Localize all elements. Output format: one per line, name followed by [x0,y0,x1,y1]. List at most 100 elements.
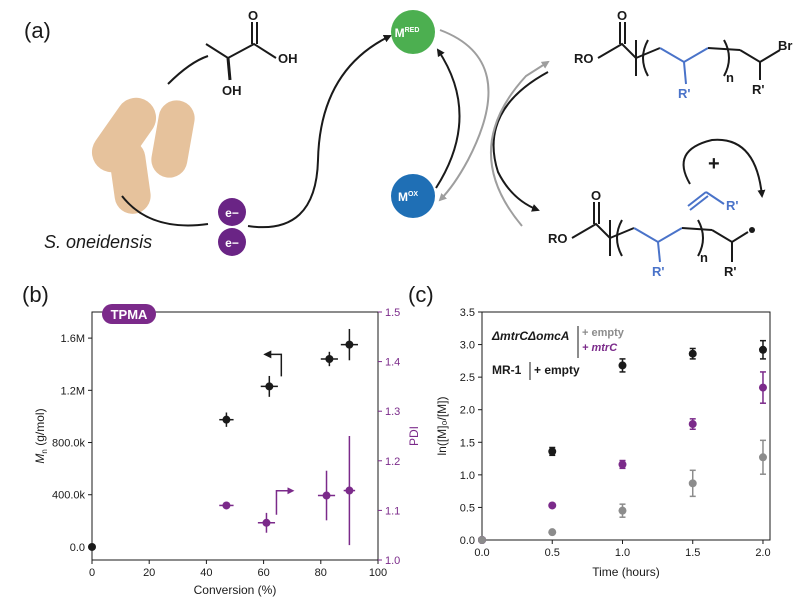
chart-c-y-tick-label: 1.0 [460,470,475,482]
chart-c-point-series-3 [478,536,486,544]
dormant-polymer [597,22,781,80]
chart-c-legend-strain1: ΔmtrCΔomcA [491,329,569,343]
chart-c-x-tick-label: 0.5 [545,547,560,559]
m-ox-node [391,174,435,218]
chart-c-y-tick-label: 0.5 [460,502,475,514]
chart-b-x-tick-label: 20 [143,567,155,579]
organism-label: S. oneidensis [44,232,152,252]
lactate-acid-oh: OH [278,51,298,66]
electron-1-label: e− [225,206,239,220]
chart-c-point-series-3 [548,528,557,537]
arrow-ox-to-red [435,48,461,189]
active-n: n [700,250,708,265]
chart-c-x-tick-label: 0.0 [474,547,489,559]
radical-dot [749,227,755,233]
chart-b-point-series-2 [345,486,354,495]
electron-2-label: e− [225,236,239,250]
chart-c-x-axis-label: Time (hours) [592,565,660,579]
chart-b-badge [102,304,156,324]
chart-c-point-series-3 [618,506,627,515]
chart-c-point-series-1 [688,349,697,358]
arrow-active-to-dormant-gray [490,60,550,227]
chart-b-x-tick-label: 80 [315,567,327,579]
chart-c-point-series-1 [548,447,557,456]
active-ro: RO [548,231,568,246]
chart-c-point-series-2 [688,420,697,429]
chart-b-yright-tick-label: 1.4 [385,357,400,369]
dormant-r2: R' [752,82,764,97]
lactate-oh: OH [222,83,242,98]
electron-2 [218,228,246,256]
chart-c-x-tick-label: 1.5 [685,547,700,559]
chart-b-point-series-1 [325,354,334,363]
active-o: O [591,188,601,203]
chart-c-point-series-1 [758,345,767,354]
chart-b-point-series-2 [222,501,231,510]
chart-c-point-series-3 [688,479,697,488]
dormant-polymer-link [707,47,741,51]
dormant-n: n [726,70,734,85]
chart-c-legend-strain1-mtrc: + mtrC [582,342,618,354]
chart-b-pdi-axis-indicator [275,487,295,515]
arrow-dormant-to-active [492,71,549,212]
chart-b-yleft-tick-label: 0.0 [70,542,85,554]
chart-b-yleft-tick-label: 1.6M [61,333,85,345]
panel-b: (b) 0 20 40 60 80 100 0.0 400.0k 800.0k 1.2M 1.6M 1… [22,282,421,597]
panel-c-label: (c) [408,282,434,307]
panel-b-label: (b) [22,282,49,307]
monomer-plus: + [708,153,720,175]
chart-b-x-tick-label: 60 [257,567,269,579]
chart-b-yleft-axis-label: Mn (g/mol) [33,408,49,463]
chart-c-frame [481,311,771,541]
chart-b-yright-tick-label: 1.5 [385,307,400,319]
chart-b-point-series-2 [322,491,331,500]
m-ox-label: MOX [398,190,418,204]
chart-c-y-tick-label: 0.0 [460,535,475,547]
active-polymer-blue-segment [633,227,683,263]
chart-b-x-tick-label: 0 [89,567,95,579]
chart-c-point-series-2 [548,501,557,510]
chart-b-yright-tick-label: 1.3 [385,406,400,418]
chart-b-point-series-1 [88,542,96,551]
arrow-red-to-ox-gray [438,29,490,202]
chart-c-y-tick-label: 2.0 [460,405,475,417]
dormant-r1: R' [678,86,690,101]
lactate-molecule [205,22,277,81]
chart-c-y-axis-label: ln([M]₀/[M]) [435,397,449,456]
panel-a: (a) S. oneidensis O OH OH e− e− MRED [24,8,792,279]
chart-c-point-series-3 [758,453,767,462]
chart-c-x-tick-label: 1.0 [615,547,630,559]
bacterium-3 [109,140,151,214]
bacteria-illustration [91,97,195,214]
active-r2: R' [724,264,736,279]
chart-b-badge-label: TPMA [111,307,148,322]
chart-b-mn-axis-indicator [263,350,283,377]
chart-b-x-tick-label: 40 [200,567,212,579]
dormant-br: Br [778,38,792,53]
chart-b: 0 20 40 60 80 100 0.0 400.0k 800.0k 1.2M 1.6M 1.0 1.… [33,304,421,597]
chart-c-point-series-2 [758,383,767,392]
chart-c-legend-strain1-empty: + empty [582,327,625,339]
chart-c-legend-strain2: MR-1 [492,363,522,377]
chart-b-x-axis-label: Conversion (%) [194,583,277,597]
chart-c-y-tick-label: 1.5 [460,437,475,449]
chart-b-yleft-tick-label: 800.0k [52,438,86,450]
chart-c-legend-strain2-empty: + empty [534,363,580,377]
arc-electrons [121,195,209,227]
dormant-o: O [617,8,627,23]
monomer-vinyl [687,191,725,211]
arc-lactate [167,55,209,85]
chart-b-yleft-tick-label: 400.0k [52,490,86,502]
lactate-carbonyl-o: O [248,8,258,23]
chart-b-point-series-1 [345,340,354,349]
bacterium-1 [91,97,157,173]
chart-b-yright-axis-label: PDI [407,426,421,446]
chart-b-x-tick-label: 100 [369,567,387,579]
chart-b-yleft-tick-label: 1.2M [61,385,85,397]
chart-b-yright-tick-label: 1.0 [385,555,400,567]
chart-c-x-tick-label: 2.0 [755,547,770,559]
chart-c-y-tick-label: 2.5 [460,372,475,384]
